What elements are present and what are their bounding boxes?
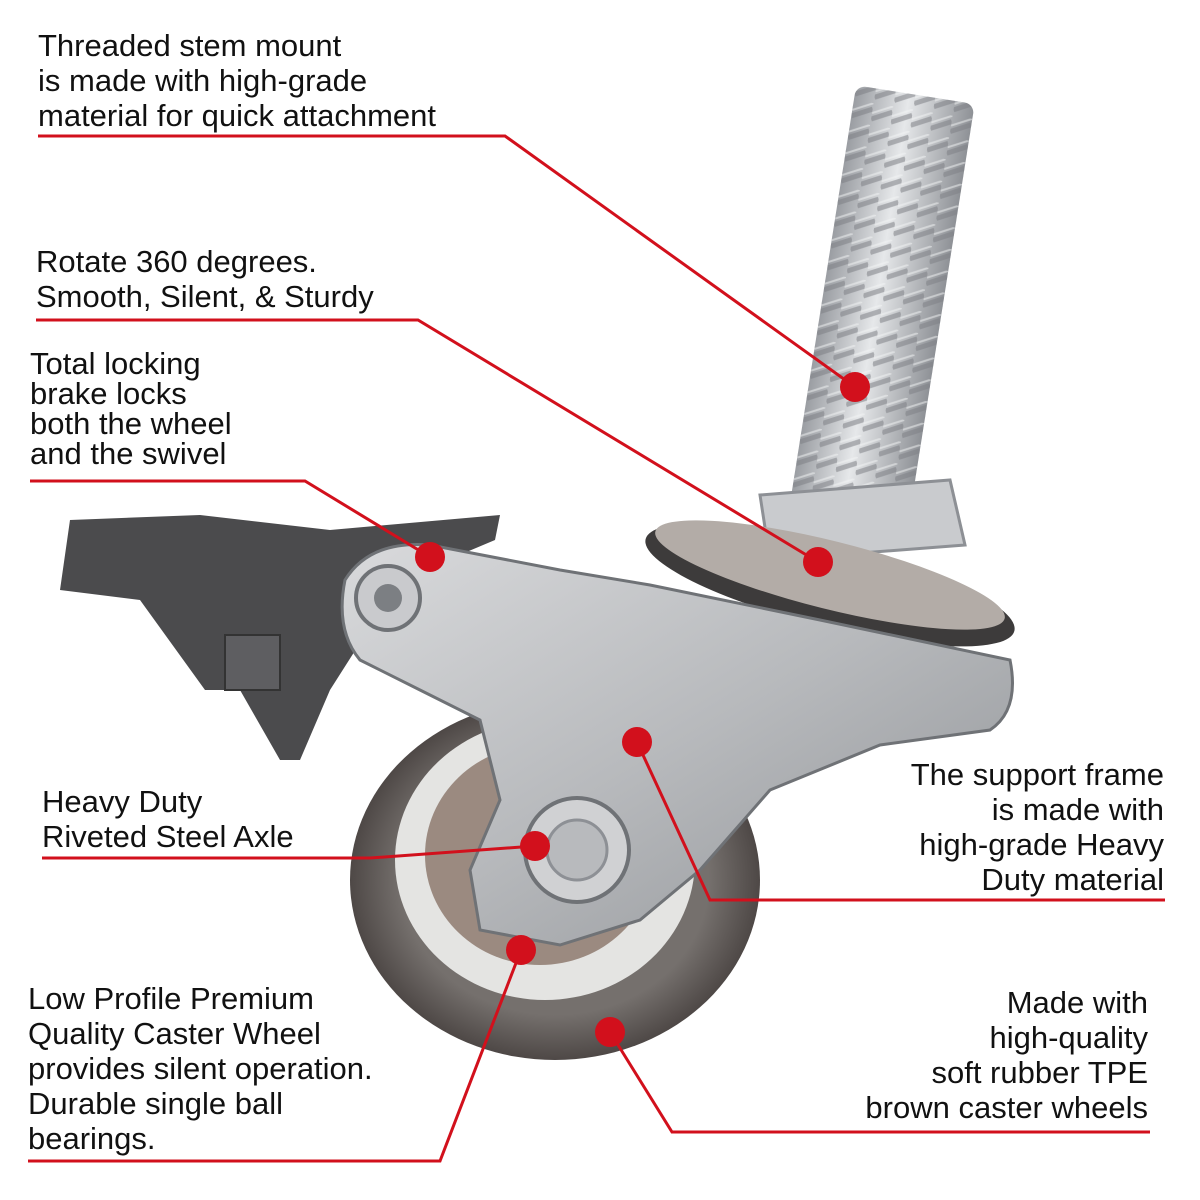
support-frame bbox=[340, 542, 1014, 947]
leader-threaded-stem bbox=[38, 134, 856, 389]
leader-steel-axle-dot bbox=[520, 831, 550, 861]
callout-threaded-stem: Threaded stem mount is made with high-gr… bbox=[38, 28, 437, 133]
callout-rotate-360: Rotate 360 degrees. Smooth, Silent, & St… bbox=[36, 244, 374, 314]
leader-support-frame-dot bbox=[622, 727, 652, 757]
leader-locking-brake-dot bbox=[415, 542, 445, 572]
leader-threaded-stem-dot bbox=[840, 372, 870, 402]
leader-rotate-360-dot bbox=[803, 547, 833, 577]
callout-locking-brake: Total locking brake locks both the wheel… bbox=[30, 346, 232, 471]
leader-rubber-tpe bbox=[608, 1031, 1150, 1134]
brake-pivot-hex bbox=[374, 584, 402, 612]
leader-locking-brake bbox=[30, 479, 431, 559]
callout-steel-axle: Heavy Duty Riveted Steel Axle bbox=[42, 784, 294, 854]
callout-support-frame: The support frame is made with high-grad… bbox=[910, 757, 1164, 897]
top-washer bbox=[655, 520, 1005, 630]
leader-rotate-360 bbox=[36, 318, 819, 564]
callout-rubber-tpe: Made with high-quality soft rubber TPE b… bbox=[865, 985, 1148, 1125]
threaded-bolt bbox=[791, 86, 974, 518]
callout-caster-wheel: Low Profile Premium Quality Caster Wheel… bbox=[28, 981, 373, 1156]
leader-caster-wheel bbox=[28, 949, 523, 1163]
leader-rubber-tpe-dot bbox=[595, 1017, 625, 1047]
leader-support-frame bbox=[635, 741, 1165, 902]
leader-steel-axle bbox=[42, 844, 536, 860]
brake-pedal-square bbox=[224, 634, 281, 691]
leader-caster-wheel-dot bbox=[506, 935, 536, 965]
